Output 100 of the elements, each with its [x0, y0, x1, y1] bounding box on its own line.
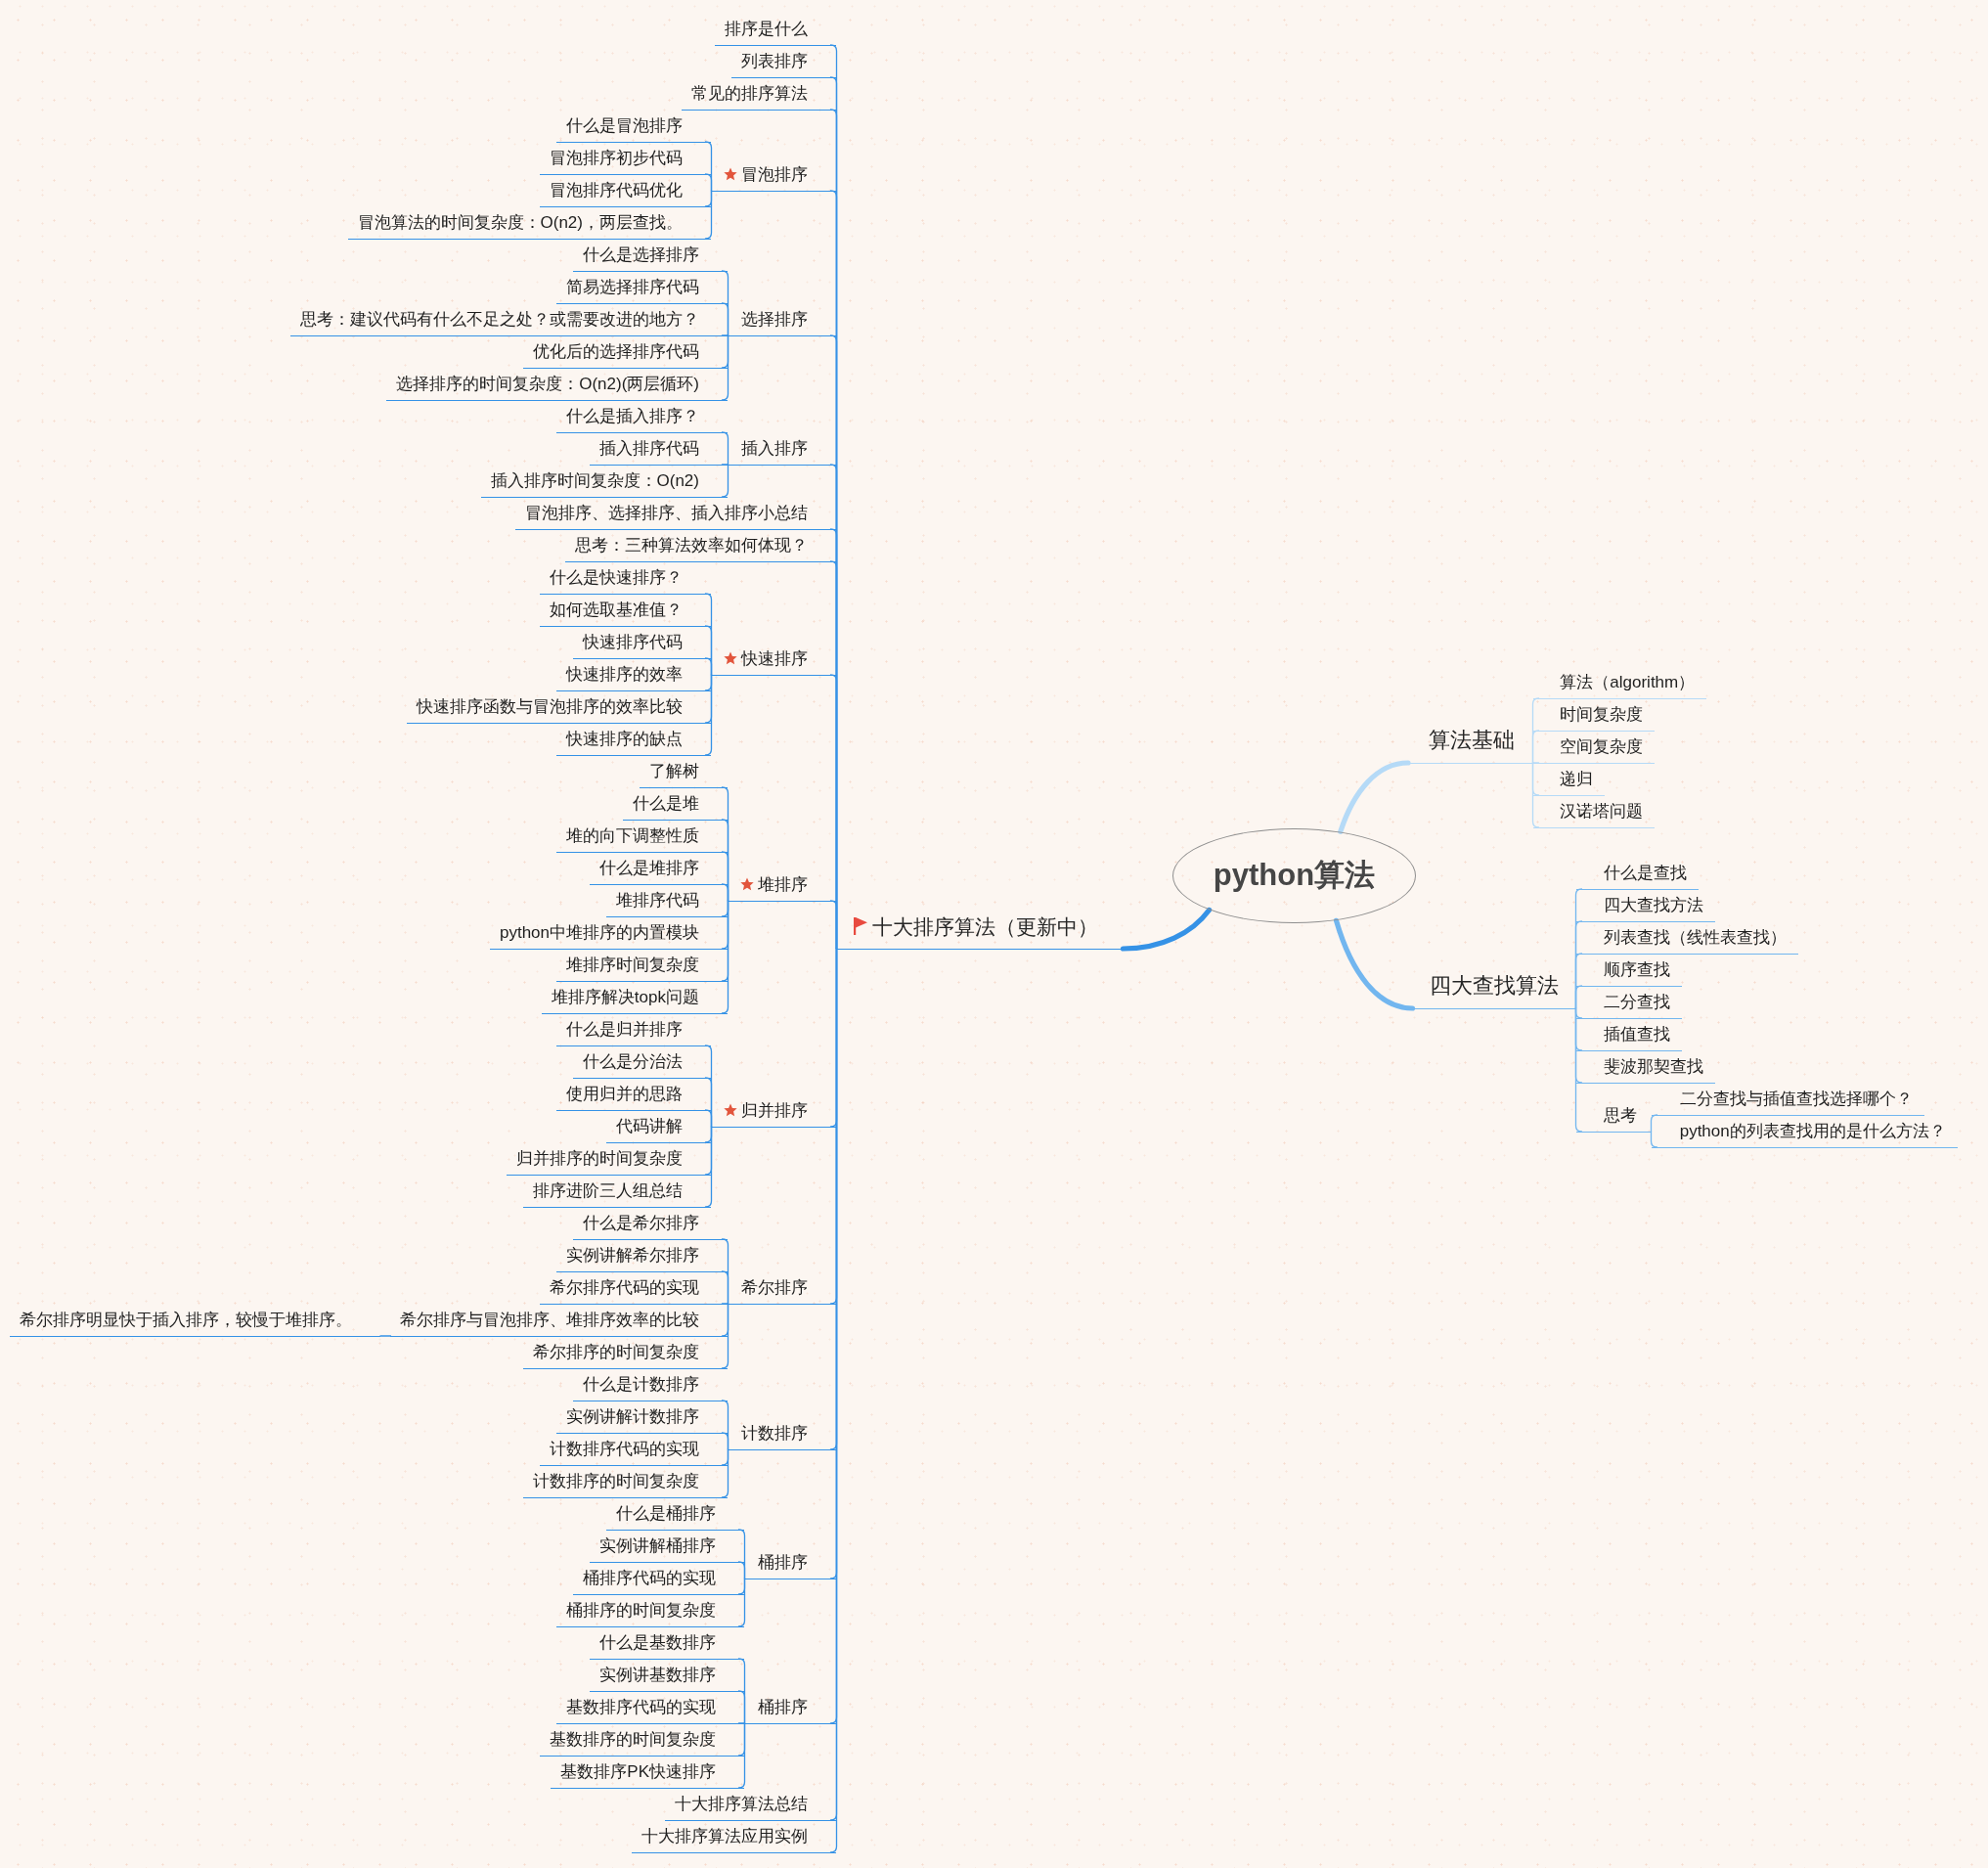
subtopic: 什么是归并排序: [556, 1014, 711, 1046]
subtopic: 使用归并的思路: [556, 1079, 711, 1111]
main-topic: 算法基础: [1408, 718, 1533, 764]
connector-line: [704, 173, 713, 192]
subtopic: 什么是快速排序？: [540, 562, 711, 595]
connector-line: [704, 1109, 713, 1128]
subtopic: 基数排序的时间复杂度: [540, 1724, 744, 1757]
subtopic: 冒泡算法的时间复杂度：O(n2)，两层查找。: [347, 207, 711, 240]
main-topic: 四大查找算法: [1412, 963, 1576, 1009]
branch-curve: [1120, 907, 1213, 952]
connector-line: [1650, 1114, 1658, 1133]
subtopic: 冒泡排序初步代码: [540, 143, 711, 175]
subtopic: 什么是插入排序？: [556, 401, 728, 433]
connector-line: [721, 1303, 729, 1305]
connector-line: [721, 334, 729, 401]
subtopic: 排序是什么: [715, 14, 836, 46]
branch-curve: [1333, 917, 1416, 1011]
subtopic: 汉诺塔问题: [1533, 796, 1656, 828]
subtopic: 思考: [1576, 1100, 1652, 1133]
subtopic: 希尔排序的时间复杂度: [523, 1337, 728, 1369]
connector-line: [1650, 1131, 1658, 1148]
subtopic: 堆排序解决topk问题: [541, 982, 728, 1014]
connector-line: [721, 1432, 729, 1450]
subtopic: 四大查找方法: [1576, 890, 1715, 922]
subtopic: 实例讲解计数排序: [556, 1401, 728, 1434]
subtopic: 什么是基数排序: [590, 1627, 744, 1660]
subtopic: 桶排序的时间复杂度: [556, 1595, 744, 1627]
subtopic: 冒泡排序、选择排序、插入排序小总结: [515, 498, 836, 530]
subtopic: 堆排序代码: [606, 885, 728, 917]
subtopic: 实例讲解桶排序: [590, 1531, 744, 1563]
subtopic: 列表查找（线性表查找）: [1576, 922, 1798, 955]
subtopic: 希尔排序与冒泡排序、堆排序效率的比较: [390, 1305, 728, 1337]
connector-line: [737, 1690, 746, 1724]
subtopic: 堆排序时间复杂度: [556, 950, 728, 982]
subtopic: 选择排序的时间复杂度：O(n2)(两层循环): [386, 369, 728, 401]
topic-label: 快速排序: [741, 648, 808, 668]
subtopic: python的列表查找用的是什么方法？: [1652, 1116, 1958, 1148]
topic-label: 冒泡排序: [741, 164, 808, 184]
subtopic: 归并排序的时间复杂度: [507, 1143, 711, 1176]
subtopic: 桶排序: [744, 1547, 836, 1579]
subtopic: 十大排序算法应用实例: [632, 1821, 836, 1853]
connector-line: [721, 900, 729, 1014]
topic-label: 十大排序算法（更新中）: [872, 914, 1098, 938]
connector-line: [737, 1722, 746, 1724]
subtopic: 插值查找: [1576, 1019, 1682, 1051]
connector-line: [737, 1578, 746, 1627]
subtopic: 斐波那契查找: [1576, 1051, 1715, 1084]
connector-line: [721, 302, 729, 336]
subtopic: python中堆排序的内置模块: [489, 917, 728, 950]
subtopic: 什么是分治法: [573, 1046, 711, 1079]
subtopic: 基数排序代码的实现: [556, 1692, 744, 1724]
subtopic: 希尔排序代码的实现: [540, 1272, 728, 1305]
subtopic: 常见的排序算法: [682, 78, 836, 111]
connector-line: [721, 1448, 729, 1498]
subtopic: 快速排序函数与冒泡排序的效率比较: [407, 691, 711, 724]
subtopic: 什么是查找: [1576, 858, 1699, 890]
subtopic: 桶排序代码的实现: [573, 1563, 744, 1595]
subtopic: 插入排序代码: [590, 433, 728, 466]
connector-line: [704, 190, 713, 240]
connector-line: [721, 883, 729, 902]
subtopic: 桶排序: [744, 1692, 836, 1724]
connector-line: [721, 464, 729, 466]
connector-line: [1531, 762, 1540, 828]
subtopic: 插入排序时间复杂度：O(n2): [480, 466, 728, 498]
subtopic: 选择排序: [728, 304, 836, 336]
subtopic: 什么是选择排序: [573, 240, 728, 272]
subtopic: 实例讲解希尔排序: [556, 1240, 728, 1272]
subtopic: 什么是希尔排序: [573, 1208, 728, 1240]
connector-line: [704, 674, 713, 756]
subtopic: 快速排序的缺点: [556, 724, 711, 756]
subtopic: 时间复杂度: [1533, 699, 1656, 732]
subtopic: 希尔排序: [728, 1272, 836, 1305]
connector-line: [1574, 985, 1583, 1009]
subtopic: 思考：三种算法效率如何体现？: [565, 530, 836, 562]
subtopic: 了解树: [640, 756, 728, 788]
subtopic: 思考：建议代码有什么不足之处？或需要改进的地方？: [290, 304, 728, 336]
connector-line: [704, 657, 713, 676]
connector-line: [829, 900, 838, 950]
connector-line: [721, 1303, 729, 1369]
connector-line: [704, 1126, 713, 1208]
connector-line: [1574, 1007, 1583, 1133]
subtopic: 什么是桶排序: [606, 1498, 744, 1531]
subtopic: 二分查找与插值查找选择哪个？: [1652, 1084, 1924, 1116]
subtopic: 空间复杂度: [1533, 732, 1656, 764]
branch-curve: [1338, 760, 1411, 834]
subtopic: 二分查找: [1576, 987, 1682, 1019]
subtopic: 优化后的选择排序代码: [523, 336, 728, 369]
connector-line: [721, 431, 729, 466]
subtopic: 列表排序: [731, 46, 836, 78]
subtopic: 快速排序代码: [573, 627, 711, 659]
subtopic: 计数排序的时间复杂度: [523, 1466, 728, 1498]
connector-line: [721, 334, 729, 336]
subtopic: 什么是堆: [623, 788, 728, 821]
connector-line: [721, 464, 729, 498]
connector-line: [721, 1270, 729, 1305]
topic-label: 归并排序: [741, 1100, 808, 1120]
connector-line: [1531, 762, 1540, 764]
subtopic: 希尔排序明显快于插入排序，较慢于堆排序。: [10, 1305, 380, 1337]
subtopic: 快速排序的效率: [556, 659, 711, 691]
subtopic: 简易选择排序代码: [556, 272, 728, 304]
